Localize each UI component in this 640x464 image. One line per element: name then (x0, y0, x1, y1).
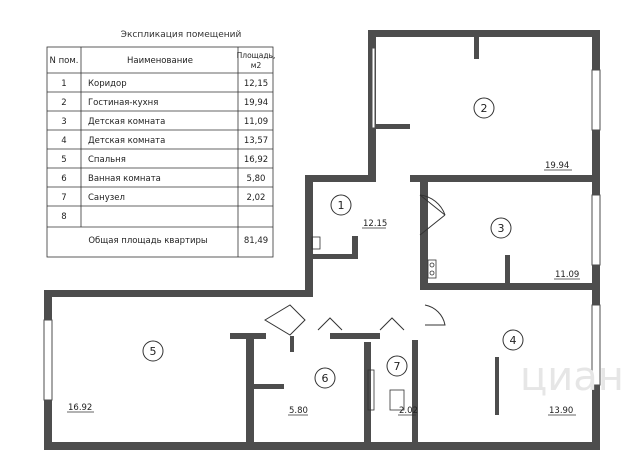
row-7-area: 2,02 (247, 193, 266, 203)
room-4-area: 13.90 (549, 406, 573, 416)
row-5-name: Спальня (88, 155, 126, 165)
row-3-area: 11,09 (244, 117, 268, 127)
total-area-label: Общая площадь квартиры (88, 236, 207, 246)
room-4-number: 4 (510, 334, 517, 347)
row-6-name: Ванная комната (88, 174, 161, 184)
room-1-number: 1 (338, 199, 345, 212)
row-4-name: Детская комната (88, 136, 165, 146)
row-3-num: 3 (61, 117, 66, 127)
row-7-num: 7 (61, 193, 66, 203)
room-1-area: 12.15 (363, 219, 387, 229)
room-4-marker (502, 329, 524, 351)
table-title: Экспликация помещений (120, 30, 242, 40)
room-6-area: 5.80 (289, 406, 308, 416)
row-8-num: 8 (61, 212, 66, 222)
row-3-name: Детская комната (88, 117, 165, 127)
row-2-name: Гостиная-кухня (88, 98, 158, 108)
explication-table (46, 46, 274, 258)
row-1-num: 1 (61, 79, 66, 89)
col-header-name: Наименование (127, 56, 193, 66)
room-3-area: 11.09 (555, 270, 579, 280)
room-2-marker (473, 97, 495, 119)
room-7-number: 7 (394, 360, 401, 373)
row-7-name: Санузел (88, 193, 125, 203)
room-3-marker (490, 217, 512, 239)
col-header-area: Площадь, (237, 51, 276, 60)
room-1-marker (330, 194, 352, 216)
total-area-value: 81,49 (244, 236, 268, 246)
watermark: циан (520, 354, 624, 400)
row-4-num: 4 (61, 136, 66, 146)
row-5-num: 5 (61, 155, 66, 165)
room-labels (142, 97, 524, 389)
windows (43, 47, 601, 401)
room-2-area: 19.94 (545, 161, 569, 171)
room-3-number: 3 (498, 222, 505, 235)
room-6-number: 6 (322, 372, 329, 385)
row-5-area: 16,92 (244, 155, 268, 165)
room-6-marker (314, 367, 336, 389)
row-1-name: Коридор (88, 79, 127, 89)
col-header-area-unit: м2 (251, 61, 262, 70)
row-6-area: 5,80 (247, 174, 266, 184)
room-5-number: 5 (150, 345, 157, 358)
room-7-area: 2.02 (399, 406, 418, 416)
row-6-num: 6 (61, 174, 66, 184)
doors (264, 194, 446, 336)
row-4-area: 13,57 (244, 136, 268, 146)
fixtures (311, 236, 437, 411)
row-2-num: 2 (61, 98, 66, 108)
col-header-num: N пом. (50, 56, 79, 66)
room-2-number: 2 (481, 102, 488, 115)
row-1-area: 12,15 (244, 79, 268, 89)
room-7-marker (386, 355, 408, 377)
room-5-area: 16.92 (68, 403, 92, 413)
room-5-marker (142, 340, 164, 362)
row-2-area: 19,94 (244, 98, 268, 108)
